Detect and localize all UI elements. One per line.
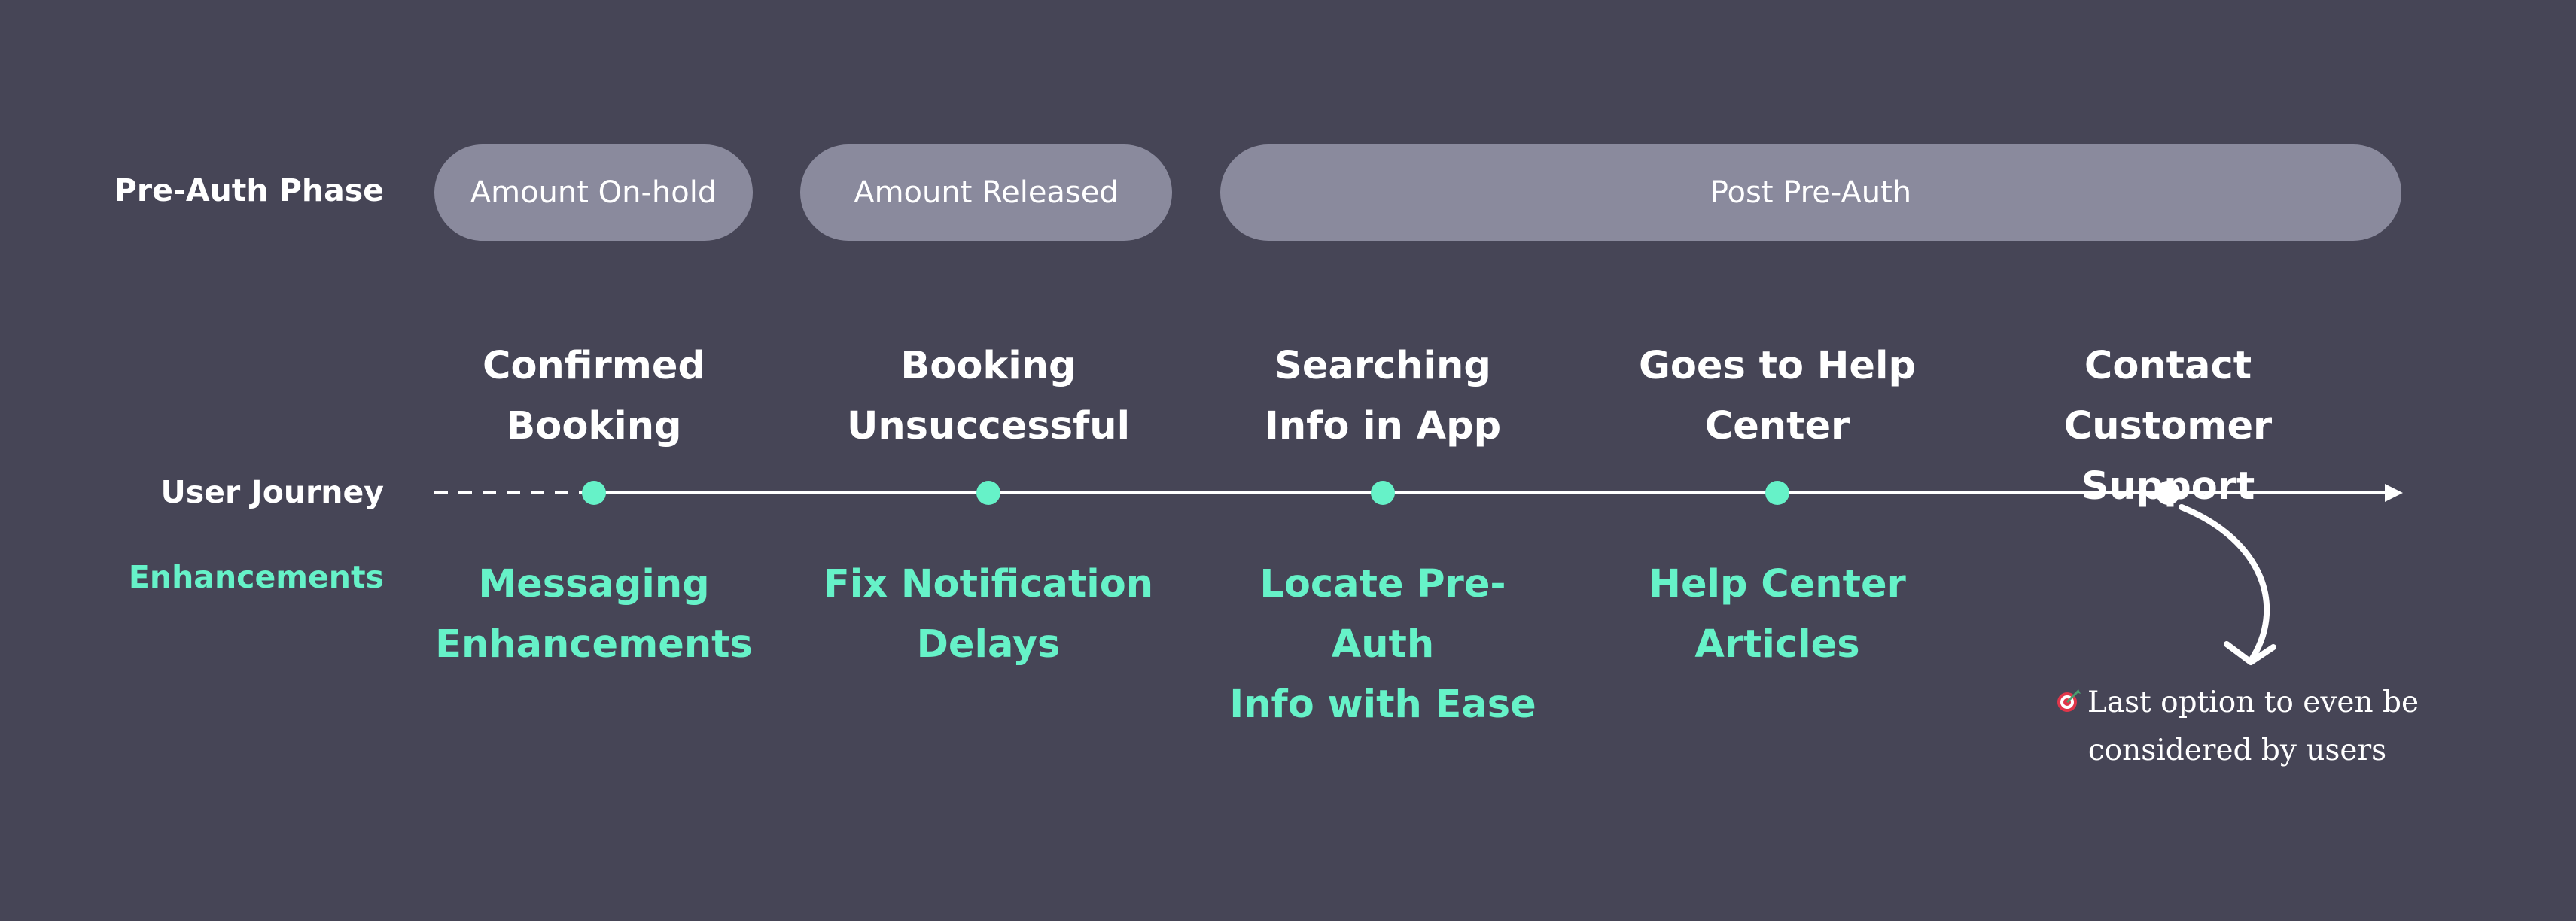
step-title-help-center: Goes to Help Center bbox=[1604, 336, 1950, 457]
timeline-node bbox=[1371, 481, 1395, 505]
enhancements-label: Enhancements bbox=[128, 559, 384, 595]
note-line-1: Last option to even be bbox=[2042, 679, 2433, 727]
enhancement-line: Help Center bbox=[1649, 562, 1906, 606]
timeline-node bbox=[1765, 481, 1789, 505]
step-title-line: Booking bbox=[900, 344, 1076, 388]
enhancement-fix-notification: Fix Notification Delays bbox=[815, 555, 1162, 675]
timeline-node bbox=[582, 481, 606, 505]
enhancement-line: Locate Pre-Auth bbox=[1259, 562, 1506, 667]
phase-pill-post-pre-auth: Post Pre-Auth bbox=[1220, 144, 2401, 241]
step-title-booking-unsuccessful: Booking Unsuccessful bbox=[815, 336, 1162, 457]
enhancement-line: Enhancements bbox=[435, 622, 753, 667]
step-title-line: Searching bbox=[1274, 344, 1491, 388]
enhancement-line: Delays bbox=[916, 622, 1061, 667]
enhancement-help-center-articles: Help Center Articles bbox=[1604, 555, 1950, 675]
enhancement-line: Fix Notification bbox=[823, 562, 1154, 606]
curved-arrow-head bbox=[2224, 641, 2276, 665]
step-title-line: Booking bbox=[506, 404, 682, 448]
last-option-note: Last option to even be considered by use… bbox=[2042, 679, 2433, 775]
enhancement-line: Articles bbox=[1694, 622, 1860, 667]
enhancement-messaging: Messaging Enhancements bbox=[421, 555, 767, 675]
step-title-line: Contact Customer bbox=[2063, 344, 2273, 448]
step-title-line: Unsuccessful bbox=[846, 404, 1131, 448]
timeline-node bbox=[976, 481, 1000, 505]
timeline-node-final bbox=[2156, 481, 2180, 505]
target-icon bbox=[2057, 689, 2081, 712]
step-title-contact-support: Contact Customer Support bbox=[1995, 336, 2341, 517]
step-title-line: Goes to Help bbox=[1638, 344, 1917, 388]
step-title-searching-info: Searching Info in App bbox=[1210, 336, 1556, 457]
curved-arrow bbox=[2179, 504, 2270, 664]
enhancement-line: Messaging bbox=[478, 562, 710, 606]
step-title-line: Info in App bbox=[1264, 404, 1502, 448]
phase-pill-amount-on-hold: Amount On-hold bbox=[434, 144, 753, 241]
timeline-arrowhead bbox=[2385, 484, 2403, 502]
phase-pill-amount-released: Amount Released bbox=[800, 144, 1172, 241]
enhancement-line: Info with Ease bbox=[1229, 682, 1536, 727]
note-text-1: Last option to even be bbox=[2087, 685, 2419, 719]
step-title-confirmed-booking: Confirmed Booking bbox=[421, 336, 767, 457]
step-title-line: Confirmed bbox=[483, 344, 705, 388]
user-journey-label: User Journey bbox=[160, 474, 384, 510]
enhancement-locate-pre-auth: Locate Pre-Auth Info with Ease bbox=[1210, 555, 1556, 735]
pre-auth-phase-label: Pre-Auth Phase bbox=[114, 172, 384, 208]
step-title-line: Center bbox=[1704, 404, 1850, 448]
note-line-2: considered by users bbox=[2087, 734, 2387, 768]
